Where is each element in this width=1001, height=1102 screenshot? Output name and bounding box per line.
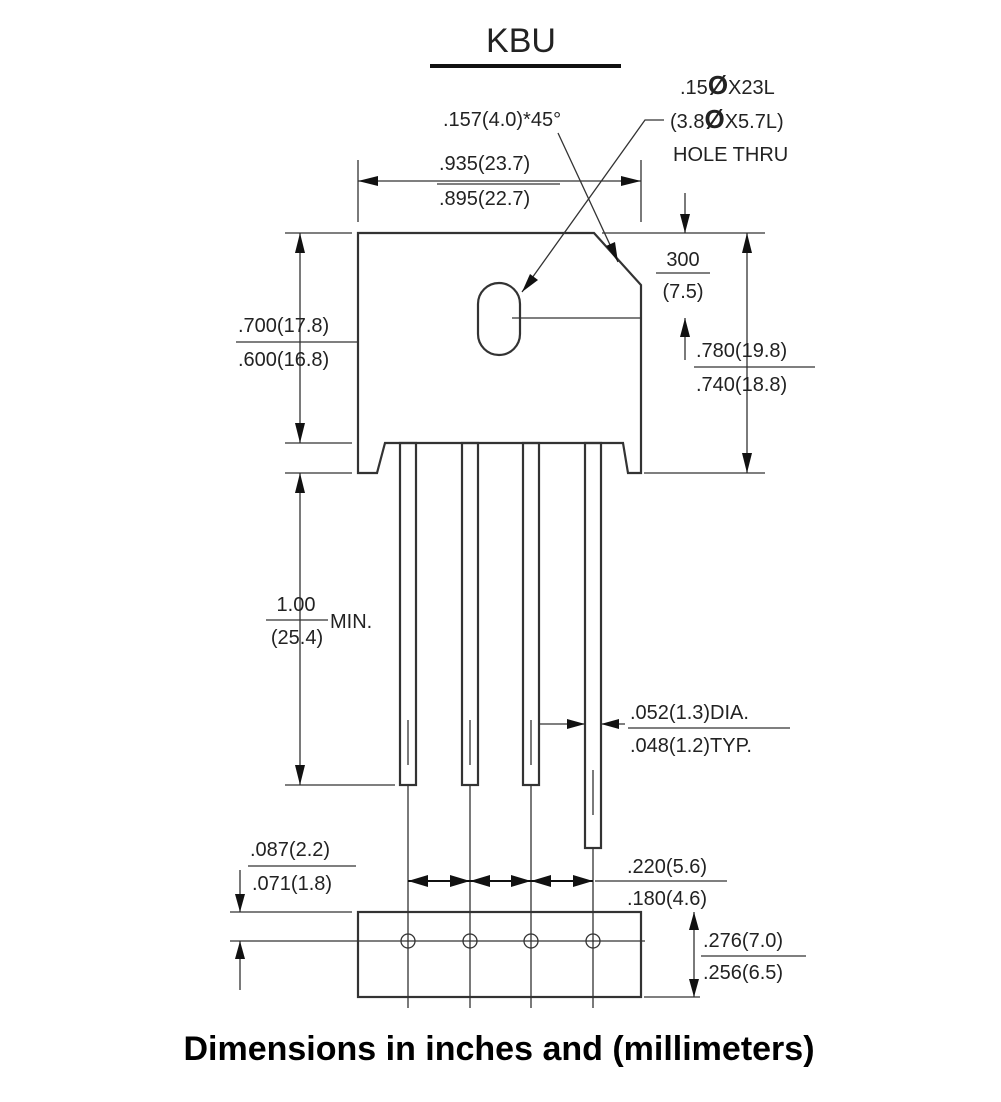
lead-dia-min: .048(1.2)TYP. bbox=[630, 735, 752, 757]
thickness-max: .276(7.0) bbox=[703, 930, 783, 952]
diameter-symbol-1: Ø bbox=[708, 70, 728, 100]
lead-pitch-dimension: .220(5.6) .180(4.6) bbox=[408, 856, 727, 910]
package-body-outline bbox=[356, 231, 643, 475]
lead-length-in: 1.00 bbox=[277, 594, 316, 616]
svg-text:(3.8ØX5.7L): (3.8ØX5.7L) bbox=[670, 104, 784, 134]
width-min-label: .895(22.7) bbox=[439, 188, 530, 210]
body-height-min: .600(16.8) bbox=[238, 349, 329, 371]
lead-length-min-suffix: MIN. bbox=[330, 611, 372, 633]
hole-len-in: X23L bbox=[728, 77, 775, 99]
bottom-view-pins bbox=[230, 785, 645, 1008]
width-dimension: .935(23.7) .895(22.7) bbox=[357, 153, 642, 222]
thickness-dimension: .276(7.0) .256(6.5) bbox=[644, 912, 806, 998]
side-offset-min: .071(1.8) bbox=[252, 873, 332, 895]
total-height-max: .780(19.8) bbox=[696, 340, 787, 362]
hole-offset-dimension: 300 (7.5) bbox=[602, 193, 765, 360]
package-title: KBU bbox=[486, 22, 556, 60]
lead-dia-max: .052(1.3)DIA. bbox=[630, 702, 749, 724]
hole-dia-in: .15 bbox=[680, 77, 708, 99]
side-offset-max: .087(2.2) bbox=[250, 839, 330, 861]
lead-diameter-dimension: .052(1.3)DIA. .048(1.2)TYP. bbox=[539, 702, 790, 757]
chamfer-label: .157(4.0)*45° bbox=[443, 109, 561, 131]
body-height-max: .700(17.8) bbox=[238, 315, 329, 337]
total-height-dimension: .780(19.8) .740(18.8) bbox=[644, 233, 815, 474]
hole-len-mm: X5.7L) bbox=[725, 111, 784, 133]
lead-length-dimension: 1.00 (25.4) MIN. bbox=[266, 472, 395, 786]
body-height-dimension: .700(17.8) .600(16.8) bbox=[236, 232, 357, 444]
mounting-hole bbox=[476, 281, 522, 357]
bottom-view-outline bbox=[356, 910, 643, 999]
hole-callout: .15ØX23L (3.8ØX5.7L) HOLE THRU bbox=[521, 70, 788, 293]
svg-text:.15ØX23L: .15ØX23L bbox=[680, 70, 775, 100]
hole-dia-mm: (3.8 bbox=[670, 111, 704, 133]
hole-offset-mm: (7.5) bbox=[662, 281, 703, 303]
pitch-max: .220(5.6) bbox=[627, 856, 707, 878]
chamfer-callout: .157(4.0)*45° bbox=[443, 109, 619, 263]
hole-thru-label: HOLE THRU bbox=[673, 144, 788, 166]
lead-group bbox=[398, 441, 603, 850]
hole-offset-in: 300 bbox=[666, 249, 699, 271]
thickness-min: .256(6.5) bbox=[703, 962, 783, 984]
total-height-min: .740(18.8) bbox=[696, 374, 787, 396]
pitch-min: .180(4.6) bbox=[627, 888, 707, 910]
diameter-symbol-2: Ø bbox=[704, 104, 724, 134]
side-offset-dimension: .087(2.2) .071(1.8) bbox=[230, 839, 356, 990]
units-caption: Dimensions in inches and (millimeters) bbox=[183, 1030, 814, 1068]
lead-length-mm: (25.4) bbox=[271, 627, 323, 649]
width-max-label: .935(23.7) bbox=[439, 153, 530, 175]
